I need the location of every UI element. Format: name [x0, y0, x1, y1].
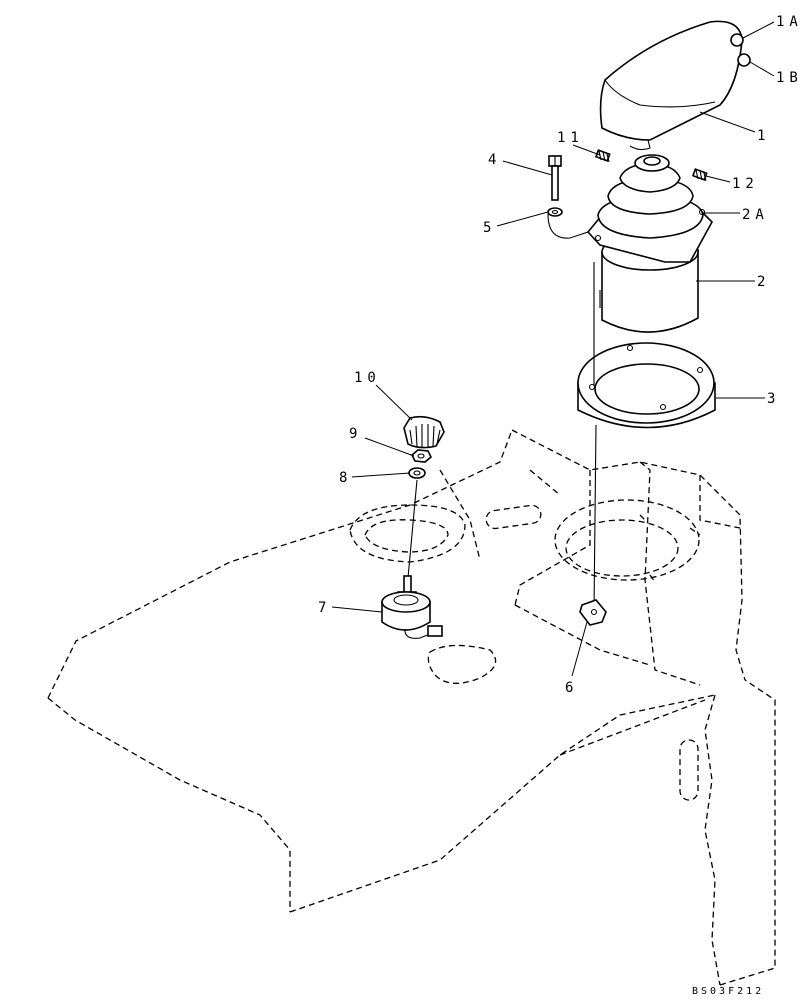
- hex-nut: [411, 449, 432, 463]
- callout-9: 9: [349, 426, 362, 442]
- lock-washer: [408, 467, 426, 479]
- leader-lines: [331, 21, 775, 677]
- center-line-lower: [593, 424, 597, 611]
- callout-11: 11: [557, 130, 584, 146]
- set-screw-12: [691, 168, 708, 182]
- switch-center-line: [407, 479, 418, 579]
- callout-10: 10: [354, 370, 381, 386]
- joystick-body: [586, 154, 713, 333]
- callout-4: 4: [488, 152, 501, 168]
- callout-2a: 2A: [742, 207, 769, 223]
- callout-3: 3: [767, 391, 780, 407]
- callout-8: 8: [339, 470, 352, 486]
- button-1a: [730, 33, 744, 47]
- callout-1: 1: [757, 128, 770, 144]
- callout-labels: 1A 1B 1 11 4 12 2A 5 2 10 3 9 8 7 6: [318, 14, 803, 696]
- callout-2: 2: [757, 274, 770, 290]
- callout-5: 5: [483, 220, 496, 236]
- washer: [547, 207, 589, 239]
- bolt: [548, 155, 562, 201]
- joystick-handle: [599, 20, 751, 151]
- mount-opening-outline: [554, 499, 701, 583]
- callout-6: 6: [565, 680, 578, 696]
- button-1b: [737, 53, 751, 67]
- callout-12: 12: [732, 176, 759, 192]
- knob: [403, 415, 445, 449]
- rotary-switch: [381, 575, 443, 639]
- drawing-number: BS03F212: [692, 986, 764, 997]
- switch-opening-outline: [349, 504, 699, 801]
- mounting-ring: [577, 342, 716, 429]
- set-screw-11: [594, 149, 611, 163]
- callout-1a: 1A: [776, 14, 803, 30]
- retaining-clip: [579, 599, 607, 626]
- callout-1b: 1B: [776, 70, 803, 86]
- frame-outline: [47, 429, 776, 986]
- callout-7: 7: [318, 600, 331, 616]
